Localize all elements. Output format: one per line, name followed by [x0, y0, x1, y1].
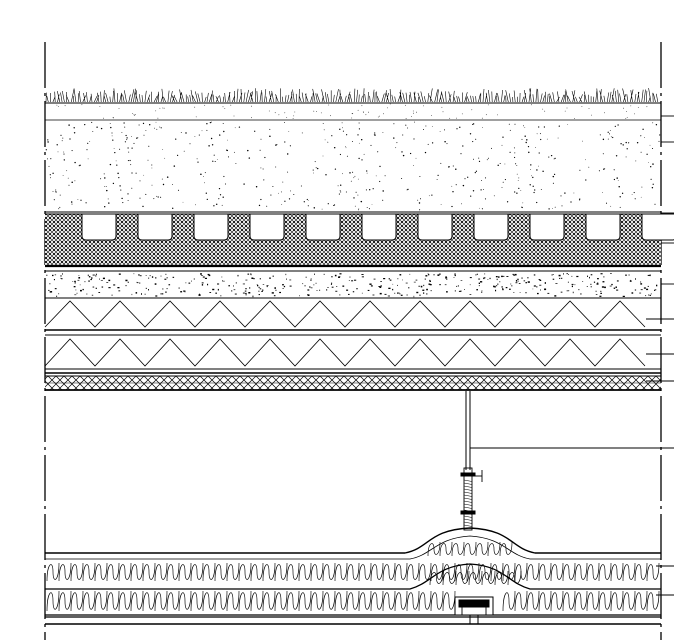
ceiling-board [45, 616, 661, 625]
leader-lines [470, 115, 674, 596]
deck-layer [45, 375, 661, 391]
concrete-layer [45, 270, 661, 299]
insulation-upper-layer [44, 300, 661, 336]
ceiling-channel [454, 596, 494, 625]
drainage-board-layer [45, 213, 674, 268]
vegetation-layer [45, 88, 661, 104]
growing-medium-layer [45, 103, 661, 213]
batt-insulation [45, 527, 661, 616]
insulation-lower-layer [44, 338, 661, 374]
hanger-rod [460, 391, 483, 531]
